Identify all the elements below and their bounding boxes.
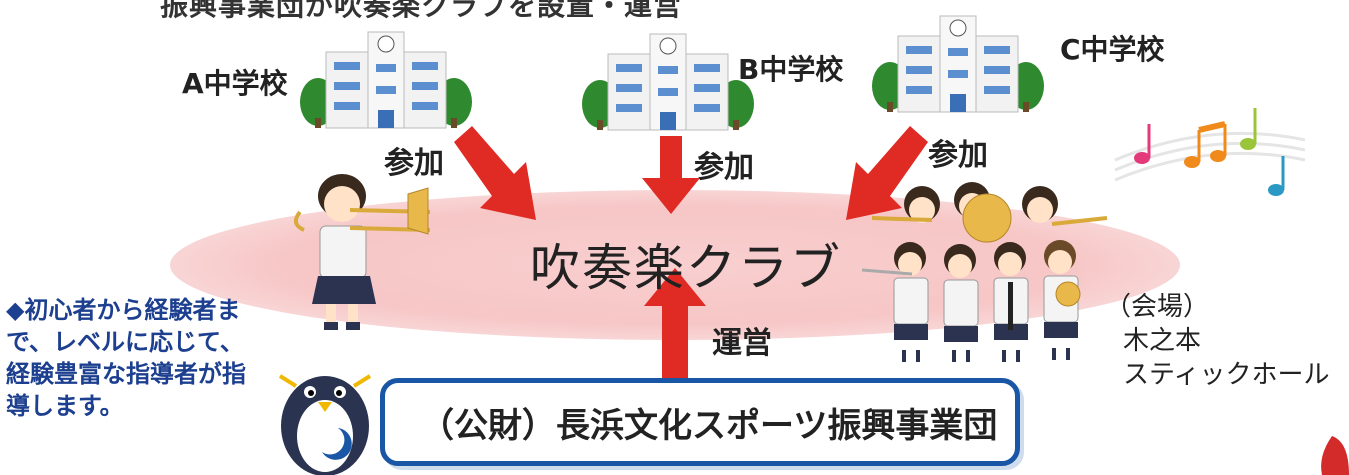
decorative-shape — [1321, 436, 1349, 475]
organization-box — [380, 378, 1020, 466]
diagram-title: 振興事業団が吹奏楽クラブを設置・運営 — [160, 0, 683, 22]
participate-label-c: 参加 — [928, 138, 988, 173]
arrow-up-icon — [644, 268, 706, 378]
band-group-illustration — [862, 182, 1108, 362]
school-b-building-icon — [582, 33, 754, 131]
venue-heading: （会場） — [1105, 292, 1210, 322]
venue-info: （会場） 木之本 スティックホール — [1105, 290, 1329, 392]
penguin-mascot-icon — [278, 374, 372, 475]
arrow-a-icon — [454, 126, 536, 220]
venue-line2: スティックホール — [1123, 360, 1330, 390]
arrow-c-icon — [846, 126, 928, 220]
note-text: ◆初心者から経験者まで、レベルに応じて、経験豊富な指導者が指導します。 — [6, 296, 246, 420]
school-a-building-icon — [300, 31, 472, 129]
club-name: 吹奏楽クラブ — [530, 239, 842, 297]
trombone-player-illustration — [293, 174, 431, 330]
manage-label: 運営 — [712, 326, 772, 361]
participate-label-a: 参加 — [384, 146, 444, 181]
music-notes-icon — [1114, 108, 1306, 196]
arrow-b-icon — [642, 136, 700, 214]
school-c-label: C中学校 — [1060, 33, 1165, 66]
organization-name: （公財）長浜文化スポーツ振興事業団 — [420, 406, 998, 446]
school-c-building-icon — [872, 15, 1044, 113]
venue-line1: 木之本 — [1123, 326, 1202, 356]
participate-label-b: 参加 — [694, 150, 754, 185]
school-a-label: A中学校 — [182, 67, 288, 100]
school-b-label: B中学校 — [738, 53, 844, 86]
